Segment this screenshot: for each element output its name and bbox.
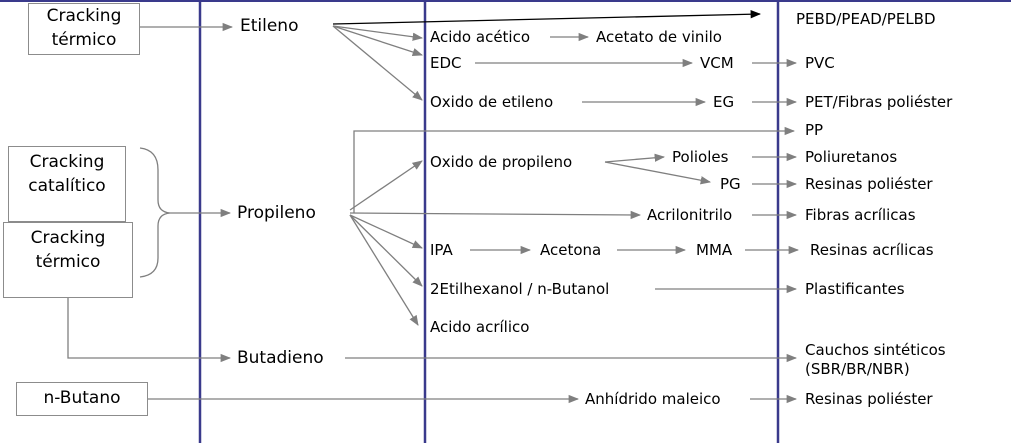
cauchos-label-1: Cauchos sintéticos (805, 341, 946, 359)
pp-label: PP (805, 121, 824, 139)
n-butano-label: n-Butano (43, 388, 121, 408)
plastificantes-label: Plastificantes (805, 280, 905, 298)
acetato-vinilo-label: Acetato de vinilo (596, 28, 722, 46)
brace (139, 147, 171, 278)
cauchos-label-2: (SBR/BR/NBR) (805, 360, 910, 378)
arrow-propileno-acrilonitrilo (349, 210, 642, 220)
arrow-etileno-acidoacetico (332, 25, 424, 41)
arrow-etileno-pebd (332, 10, 762, 25)
pvc-label: PVC (805, 54, 835, 72)
vcm-label: VCM (700, 54, 734, 72)
oxido-etileno-label: Oxido de etileno (430, 93, 554, 111)
pebd-label: PEBD/PEAD/PELBD (796, 10, 936, 28)
acido-acetico-label: Acido acético (430, 28, 531, 46)
anhidrido-maleico-label: Anhídrido maleico (585, 390, 721, 408)
pg-label: PG (720, 175, 741, 193)
arrow-etileno-oxido (332, 25, 423, 101)
poliuretanos-label: Poliuretanos (805, 148, 898, 166)
eg-label: EG (713, 93, 735, 111)
arrow-cracking-butadieno (67, 298, 232, 363)
butadieno-label: Butadieno (237, 348, 324, 368)
arrow-propileno-etilhexanol (349, 214, 423, 287)
oxido-propileno-label: Oxido de propileno (430, 153, 573, 171)
resinas-acrilicas-label: Resinas acrílicas (810, 241, 934, 259)
resinas-poliester-2-label: Resinas poliéster (805, 390, 933, 408)
arrow-etileno-edc (332, 25, 423, 57)
box-n-butano (16, 382, 148, 416)
cracking-termico-top-label: Cracking térmico (46, 6, 122, 50)
mma-label: MMA (696, 241, 733, 259)
box-cracking-catalitico (8, 146, 126, 222)
arrow-propileno-acidoacrilico (349, 214, 419, 326)
propileno-label: Propileno (237, 203, 316, 223)
cracking-termico-mid-label: Cracking térmico (30, 228, 106, 272)
etilhexanol-label: 2Etilhexanol / n-Butanol (430, 280, 610, 298)
acetona-label: Acetona (540, 241, 602, 259)
pet-label: PET/Fibras poliéster (805, 93, 953, 111)
arrow-oxidoprop-pg (604, 161, 712, 185)
fibras-acrilicas-label: Fibras acrílicas (805, 206, 916, 224)
resinas-poliester-1-label: Resinas poliéster (805, 175, 933, 193)
box-cracking-termico-mid (3, 222, 133, 298)
acido-acrilico-label: Acido acrílico (430, 318, 530, 336)
edc-label: EDC (430, 54, 462, 72)
arrow-propileno-ipa (349, 214, 423, 249)
cracking-catalitico-label: Cracking catalítico (28, 152, 106, 196)
box-cracking-termico-top (28, 3, 140, 55)
arrow-oxidoprop-polioles (604, 153, 666, 163)
arrow-propileno-pp (353, 126, 796, 213)
acrilonitrilo-label: Acrilonitrilo (647, 206, 733, 224)
arrow-propileno-oxidoprop (349, 160, 423, 211)
ipa-label: IPA (430, 241, 453, 259)
etileno-label: Etileno (240, 16, 299, 36)
polioles-label: Polioles (672, 148, 729, 166)
